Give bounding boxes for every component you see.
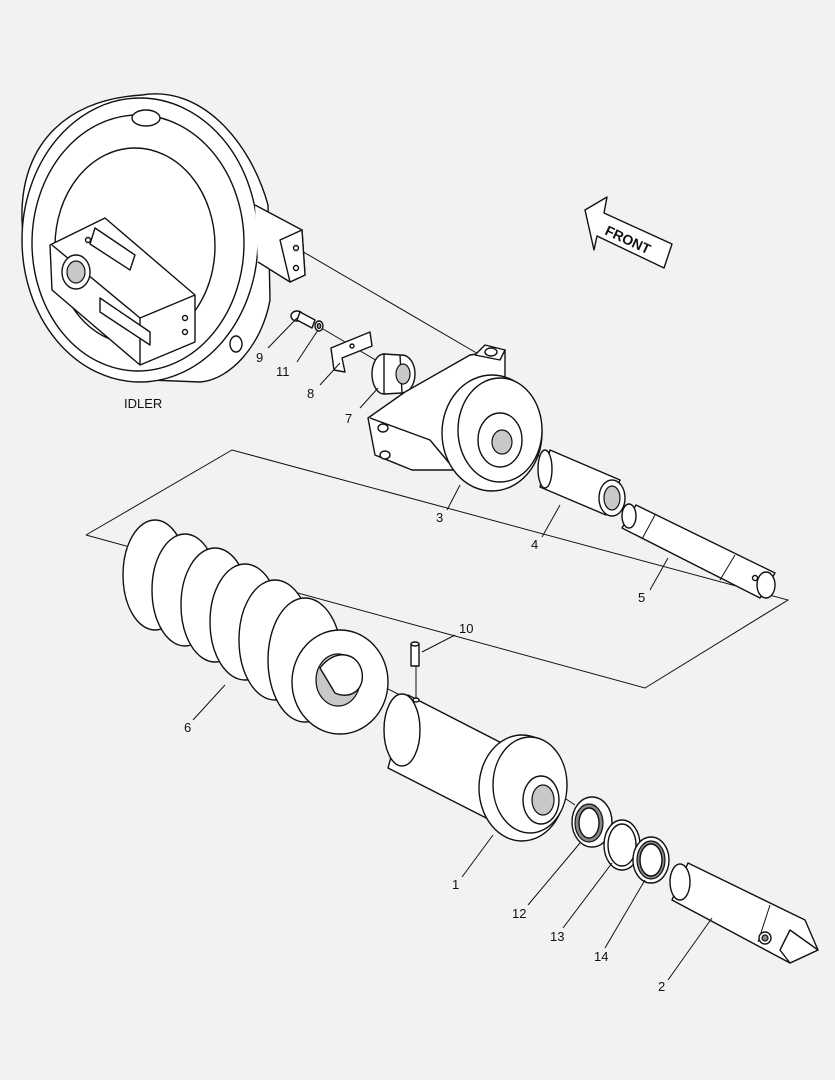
callout-8: 8 <box>307 386 314 401</box>
callout-13: 13 <box>550 929 564 944</box>
callout-1: 1 <box>452 877 459 892</box>
callout-14: 14 <box>594 949 608 964</box>
callout-11: 11 <box>276 364 290 379</box>
part-5-pin <box>621 503 776 599</box>
callout-5: 5 <box>638 590 645 605</box>
callout-4: 4 <box>531 537 538 552</box>
front-direction-arrow: FRONT <box>584 196 673 269</box>
callout-9: 9 <box>256 350 263 365</box>
callout-leaders <box>192 317 713 981</box>
part-10-roll-pin <box>410 641 420 667</box>
part-2-rod <box>669 862 819 964</box>
part-6-spring <box>122 519 389 735</box>
part-11-washer <box>314 320 324 332</box>
part-1-cylinder <box>383 693 568 842</box>
callout-7: 7 <box>345 411 352 426</box>
callout-2: 2 <box>658 979 665 994</box>
callout-numbers: 1 2 3 4 5 6 7 8 9 10 11 12 13 14 <box>184 350 665 994</box>
callout-3: 3 <box>436 510 443 525</box>
part-4-bushing <box>537 449 626 517</box>
idler-wheel <box>21 93 306 383</box>
part-14-ring <box>632 836 670 884</box>
part-9-bolt <box>290 310 316 329</box>
idler-label: IDLER <box>124 396 162 411</box>
part-12-seal <box>571 796 613 848</box>
part-3-yoke <box>367 344 543 492</box>
part-7-fitting <box>371 353 416 395</box>
callout-10: 10 <box>459 621 473 636</box>
part-13-ring <box>603 819 641 871</box>
callout-12: 12 <box>512 906 526 921</box>
callout-6: 6 <box>184 720 191 735</box>
